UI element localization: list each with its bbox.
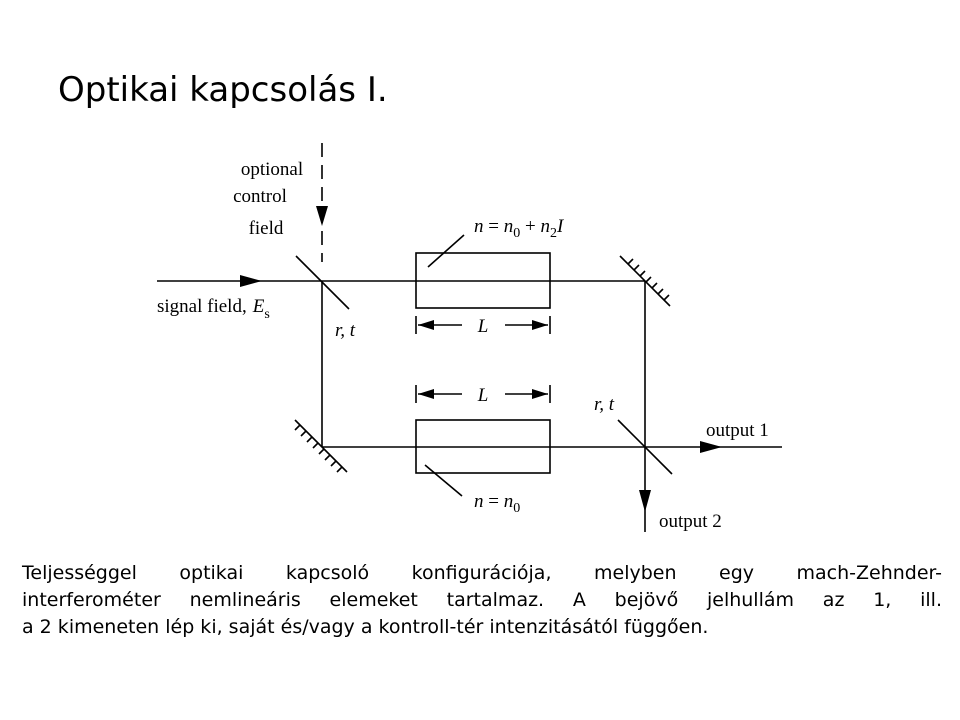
- upper-equation: n = n0 + n2I: [474, 216, 565, 241]
- length-label-lower: L: [477, 385, 489, 406]
- lower-equation: n = n0: [474, 491, 520, 516]
- bs1-label: r, t: [335, 320, 356, 341]
- control-label-line-3: field: [249, 218, 284, 239]
- caption-line-2: interferométer nemlineáris elemeket tart…: [22, 589, 942, 611]
- signal-arrowhead: [240, 275, 262, 287]
- lower-eq-leader: [424, 464, 463, 497]
- bs2-label: r, t: [594, 394, 615, 415]
- signal-label: signal field,Es: [157, 296, 270, 322]
- length-arrow-lower-right: [532, 389, 548, 399]
- caption-line-3: a 2 kimeneten lép ki, saját és/vagy a ko…: [22, 616, 709, 638]
- length-arrow-lower-left: [418, 389, 434, 399]
- output1-label: output 1: [706, 420, 769, 441]
- output2-arrowhead: [639, 490, 651, 512]
- mirror-upper-right: [619, 255, 671, 307]
- output1-arrowhead: [700, 441, 722, 453]
- control-label-line-1: optional: [241, 159, 303, 180]
- caption-line-1: Teljességgel optikai kapcsoló konfigurác…: [22, 562, 942, 584]
- beam-splitter-1: [295, 255, 350, 310]
- caption: Teljességgel optikai kapcsoló konfigurác…: [22, 560, 942, 641]
- beam-splitter-2: [617, 419, 673, 475]
- control-label-line-2: control: [233, 186, 287, 207]
- length-arrow-upper-left: [418, 320, 434, 330]
- upper-nonlinear-element: [415, 252, 551, 309]
- length-label-upper: L: [477, 316, 489, 337]
- control-arrowhead: [316, 206, 328, 226]
- mirror-lower-left: [294, 419, 348, 473]
- upper-eq-leader: [427, 234, 465, 268]
- lower-linear-element: [415, 419, 551, 474]
- page-title: Optikai kapcsolás I.: [58, 70, 388, 110]
- output2-label: output 2: [659, 511, 722, 532]
- length-arrow-upper-right: [532, 320, 548, 330]
